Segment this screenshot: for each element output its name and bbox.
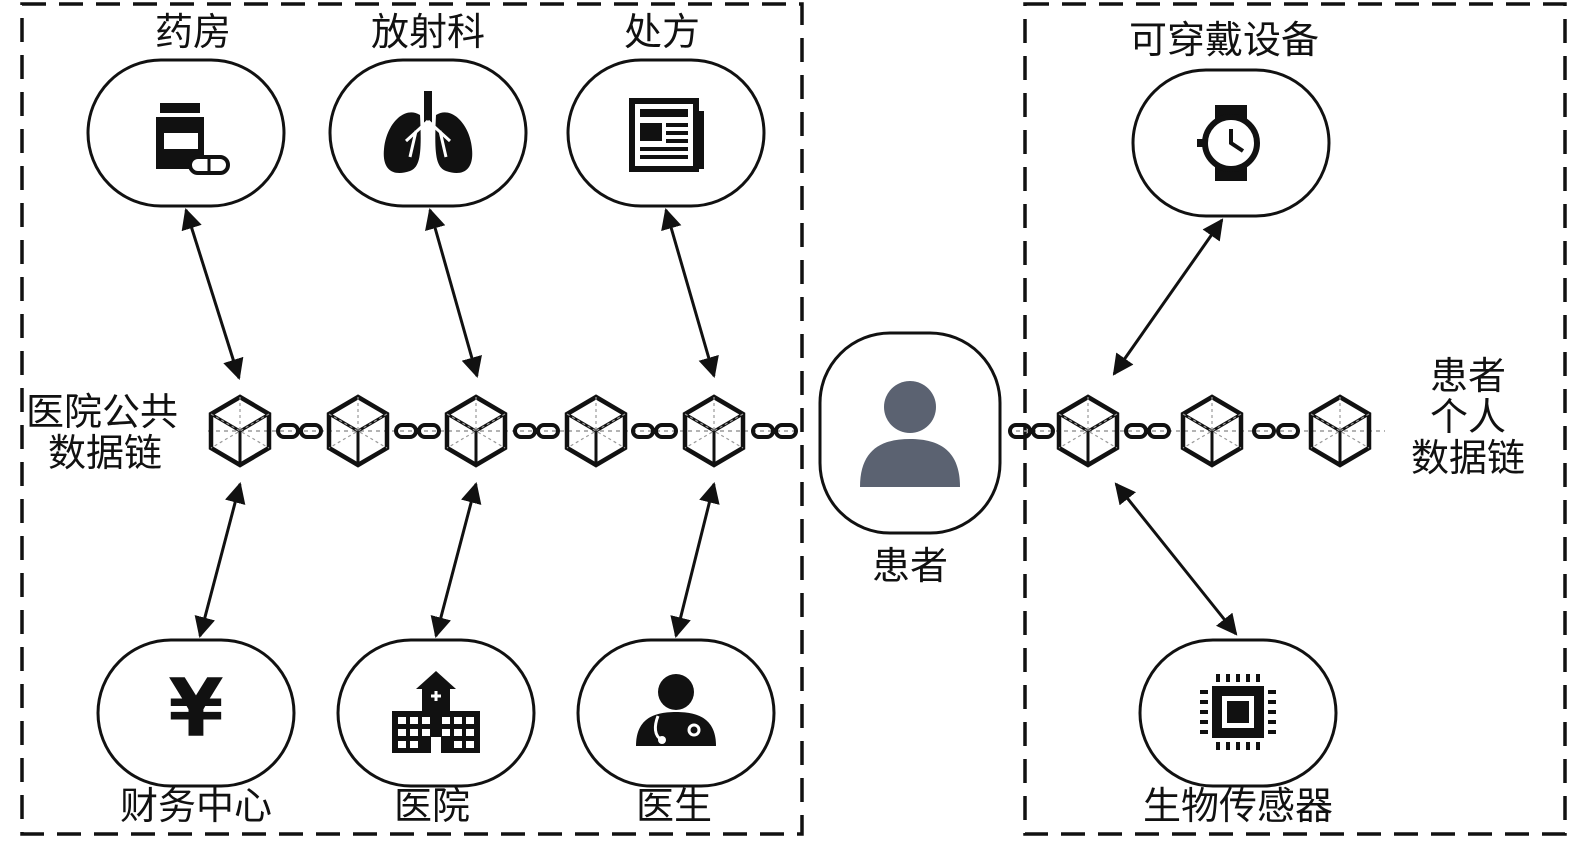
finance-center-label: 财务中心 xyxy=(119,784,273,828)
biosensor-node[interactable] xyxy=(1138,638,1338,788)
patient-node[interactable] xyxy=(818,331,1002,535)
hospital-region-border xyxy=(20,2,804,836)
arrow-doctor xyxy=(670,481,720,639)
wearable-label: 可穿戴设备 xyxy=(1128,18,1320,62)
biosensor-label: 生物传感器 xyxy=(1142,784,1334,828)
hospital-chain-label-line2: 数据链 xyxy=(48,431,163,476)
personal-chain-label: 患者 个人 数据链 xyxy=(1400,354,1536,481)
hospital-chain-label-line1: 医院公共 xyxy=(26,390,179,434)
chain-link xyxy=(394,423,418,439)
patient-label: 患者 xyxy=(871,544,949,588)
arrow-finance xyxy=(194,481,246,639)
pharmacy-node[interactable] xyxy=(86,58,286,208)
finance-center-node[interactable] xyxy=(96,638,296,788)
radiology-node[interactable] xyxy=(328,58,528,208)
prescription-label: 处方 xyxy=(623,10,701,54)
pharmacy-label: 药房 xyxy=(154,10,232,54)
chain-block xyxy=(685,397,743,465)
hospital-chain-label: 医院公共 数据链 xyxy=(26,390,179,476)
personal-chain-label-line3: 数据链 xyxy=(1410,436,1525,481)
doctor-node[interactable] xyxy=(576,638,776,788)
doctor-label: 医生 xyxy=(635,784,713,828)
prescription-node[interactable] xyxy=(566,58,766,208)
arrow-prescription xyxy=(661,207,719,379)
arrow-radiology xyxy=(425,207,482,379)
personal-chain-label-line1: 患者 xyxy=(1429,354,1506,398)
arrow-wearable xyxy=(1112,218,1224,376)
arrow-hospital xyxy=(430,481,482,639)
wearable-node[interactable] xyxy=(1131,68,1331,218)
arrows xyxy=(181,207,1238,639)
arrow-pharmacy xyxy=(181,207,244,381)
arrow-biosensor xyxy=(1114,482,1238,636)
hospital-node[interactable] xyxy=(336,638,536,788)
personal-region-border xyxy=(1023,2,1567,836)
hospital-chain xyxy=(211,397,798,465)
hospital-label: 医院 xyxy=(393,784,471,828)
radiology-label: 放射科 xyxy=(370,10,486,54)
personal-chain-label-line2: 个人 xyxy=(1429,395,1506,440)
